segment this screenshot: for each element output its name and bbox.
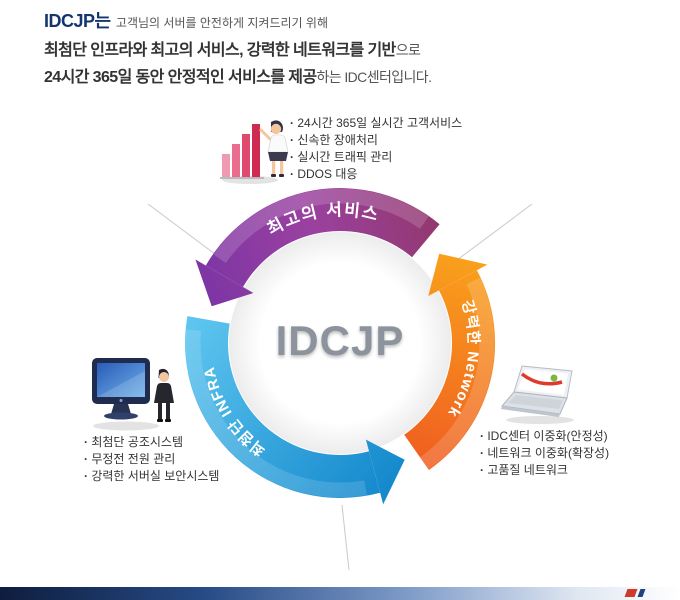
service-callout-list: 24시간 365일 실시간 고객서비스 신속한 장애처리 실시간 트래픽 관리 … — [290, 115, 462, 183]
network-arrowhead-icon — [428, 253, 488, 296]
header-line1: IDCJP는 고객님의 서버를 안전하게 지켜드리기 위해 — [44, 7, 644, 33]
list-item: 무정전 전원 관리 — [84, 451, 219, 468]
list-item: 고품질 네트워크 — [480, 462, 609, 479]
list-item: 24시간 365일 실시간 고객서비스 — [290, 115, 462, 132]
footer-gradient-bar — [0, 587, 680, 600]
page-header: IDCJP는 고객님의 서버를 안전하게 지켜드리기 위해 최첨단 인프라와 최… — [44, 7, 644, 87]
infra-arrow-segment — [185, 316, 405, 505]
service-arrow-segment — [195, 188, 440, 307]
divider-line-bottom — [341, 504, 350, 571]
header-line2-strong: 최첨단 인프라와 최고의 서비스, 강력한 네트워크를 기반 — [44, 42, 396, 59]
network-arrow-segment — [404, 253, 496, 477]
presenter-person-icon — [259, 120, 289, 177]
cycle-center-circle — [229, 232, 451, 454]
engineer-person-icon — [154, 368, 174, 422]
infra-callout-list: 최첨단 공조시스템 무정전 전원 관리 강력한 서버실 보안시스템 — [84, 434, 219, 485]
laptop-icon — [501, 365, 573, 417]
infra-arrowhead-icon — [365, 439, 405, 505]
list-item: 최첨단 공조시스템 — [84, 434, 219, 451]
header-line2-rest: 으로 — [395, 42, 421, 58]
list-item: 강력한 서버실 보안시스템 — [84, 468, 219, 485]
footer-logo-mark-blue — [637, 589, 646, 597]
header-line2: 최첨단 인프라와 최고의 서비스, 강력한 네트워크를 기반으로 — [44, 36, 644, 60]
service-illustration — [220, 120, 289, 184]
header-line1-text: 고객님의 서버를 안전하게 지켜드리기 위해 — [115, 16, 328, 30]
list-item: 실시간 트래픽 관리 — [290, 149, 462, 166]
header-line3-rest: 하는 IDC센터입니다. — [316, 69, 432, 85]
network-callout-list: IDC센터 이중화(안정성) 네트워크 이중화(확장성) 고품질 네트워크 — [480, 428, 609, 479]
infra-illustration — [92, 358, 174, 431]
brand-name: IDCJP는 — [44, 11, 111, 31]
bar-chart-icon — [220, 124, 264, 179]
list-item: 네트워크 이중화(확장성) — [480, 445, 609, 462]
list-item: 신속한 장애처리 — [290, 132, 462, 149]
list-item: DDOS 대응 — [290, 166, 462, 183]
network-illustration — [501, 365, 574, 424]
cycle-center-brand: IDCJP — [275, 317, 405, 364]
footer-logo-mark-red — [624, 589, 638, 597]
monitor-icon — [92, 358, 150, 420]
header-line3-strong: 24시간 365일 동안 안정적인 서비스를 제공 — [44, 69, 317, 86]
service-arrowhead-icon — [195, 259, 254, 307]
list-item: IDC센터 이중화(안정성) — [480, 428, 609, 445]
header-line3: 24시간 365일 동안 안정적인 서비스를 제공하는 IDC센터입니다. — [44, 63, 644, 87]
